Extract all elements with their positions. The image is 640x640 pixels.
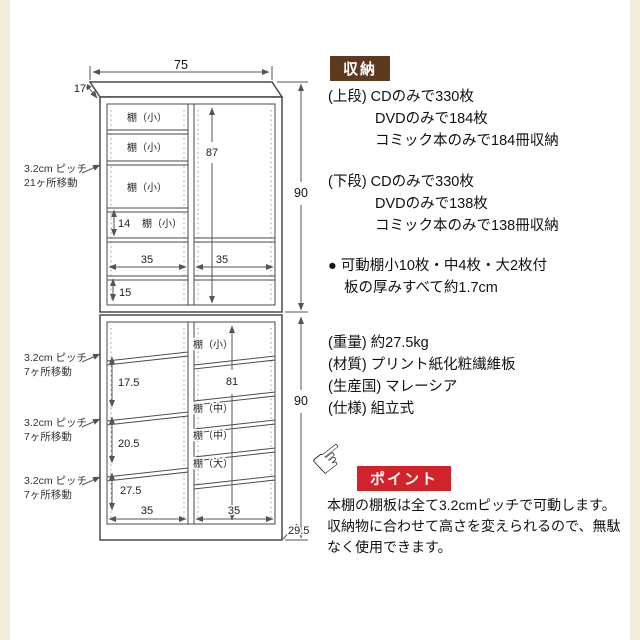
movable-shelf-note: ● 可動棚小10枚・中4枚・大2枚付: [328, 258, 548, 274]
pitch-21-label-line1: 3.2cm ピッチ: [24, 163, 87, 175]
pitch-annotations: 3.2cm ピッチ 21ヶ所移動 3.2cm ピッチ 7ヶ所移動 3.2cm ピ…: [24, 163, 87, 501]
pitch-21-label-line2: 21ヶ所移動: [24, 176, 78, 189]
shelf-small-label: 棚（小）: [127, 181, 167, 194]
upper-capacity-dvd: DVDのみで184枚: [375, 111, 488, 127]
lower-capacity-dvd: DVDのみで138枚: [375, 196, 488, 212]
pitch-7-label-line1: 3.2cm ピッチ: [24, 417, 87, 429]
point-section-header: ポイント: [357, 466, 452, 491]
shelf-small-label: 棚（小）: [142, 217, 182, 230]
board-thickness-note: 板の厚みすべて約1.7cm: [344, 280, 498, 296]
point-description: 本棚の棚板は全て3.2cmピッチで可動します。収納物に合わせて高さを変えられるの…: [327, 497, 621, 555]
right-edge-strip: [630, 0, 640, 640]
dim-upper-height-label: 90: [294, 186, 308, 200]
spec-country: (生産国) マレーシア: [328, 379, 458, 395]
upper-capacity-block: (上段) CDのみで330枚 DVDのみで184枚 コミック本のみで184冊収納: [328, 86, 559, 152]
spec-weight: (重量) 約27.5kg: [328, 335, 429, 351]
dimension-lines: [81, 66, 308, 541]
pitch-7-label-line1: 3.2cm ピッチ: [24, 352, 87, 364]
pitch-7-label-line2: 7ヶ所移動: [24, 430, 72, 443]
pitch-7-label-line2: 7ヶ所移動: [24, 488, 72, 501]
shelf-medium-label: 棚（中）: [193, 402, 233, 415]
dimension-labels: 75 17 90 90 29.5 87 棚（小） 棚（小） 棚（小） 14 棚（…: [72, 57, 311, 539]
dim-87-label: 87: [206, 147, 218, 159]
dim-35-label: 35: [141, 505, 153, 517]
spec-material: (材質) プリント紙化粧繊維板: [328, 357, 516, 373]
spec-assembly: (仕様) 組立式: [328, 401, 415, 417]
pitch-7-label-line1: 3.2cm ピッチ: [24, 475, 87, 487]
product-spec-block: (重量) 約27.5kg (材質) プリント紙化粧繊維板 (生産国) マレーシア…: [328, 332, 516, 420]
shelf-small-label: 棚（小）: [127, 141, 167, 154]
lower-capacity-comic: コミック本のみで138冊収納: [375, 218, 559, 234]
shelf-medium-label: 棚（中）: [193, 429, 233, 442]
lower-cabinet: [99, 314, 283, 541]
dimension-diagram: 75 17 90 90 29.5 87 棚（小） 棚（小） 棚（小） 14 棚（…: [24, 57, 311, 541]
dim-27-5-label: 27.5: [120, 485, 141, 497]
shelf-large-label: 棚（大）: [193, 457, 233, 470]
dim-lower-height-label: 90: [294, 394, 308, 408]
lower-capacity-cd: (下段) CDのみで330枚: [328, 174, 474, 190]
dim-top-depth-label: 17: [74, 83, 86, 95]
dim-15-label: 15: [119, 287, 131, 299]
dim-35-label: 35: [141, 254, 153, 266]
dim-35-label: 35: [228, 505, 240, 517]
dim-17-5-label: 17.5: [118, 377, 139, 389]
shelf-small-label: 棚（小）: [193, 338, 233, 351]
left-edge-strip: [0, 0, 10, 640]
dim-20-5-label: 20.5: [118, 438, 139, 450]
storage-section-header: 収納: [330, 56, 391, 81]
upper-capacity-cd: (上段) CDのみで330枚: [328, 89, 474, 105]
dim-14-label: 14: [118, 218, 130, 230]
lower-capacity-block: (下段) CDのみで330枚 DVDのみで138枚 コミック本のみで138冊収納: [328, 171, 559, 237]
dim-35-label: 35: [216, 254, 228, 266]
shelf-small-label: 棚（小）: [127, 111, 167, 124]
pitch-7-label-line2: 7ヶ所移動: [24, 365, 72, 378]
dim-81-label: 81: [226, 376, 238, 388]
upper-capacity-comic: コミック本のみで184冊収納: [375, 133, 559, 149]
upper-cabinet: [88, 81, 284, 313]
dim-width-label: 75: [174, 58, 188, 72]
dim-base-depth-label: 29.5: [288, 525, 309, 537]
shelf-note-block: ● 可動棚小10枚・中4枚・大2枚付 板の厚みすべて約1.7cm: [328, 255, 547, 299]
